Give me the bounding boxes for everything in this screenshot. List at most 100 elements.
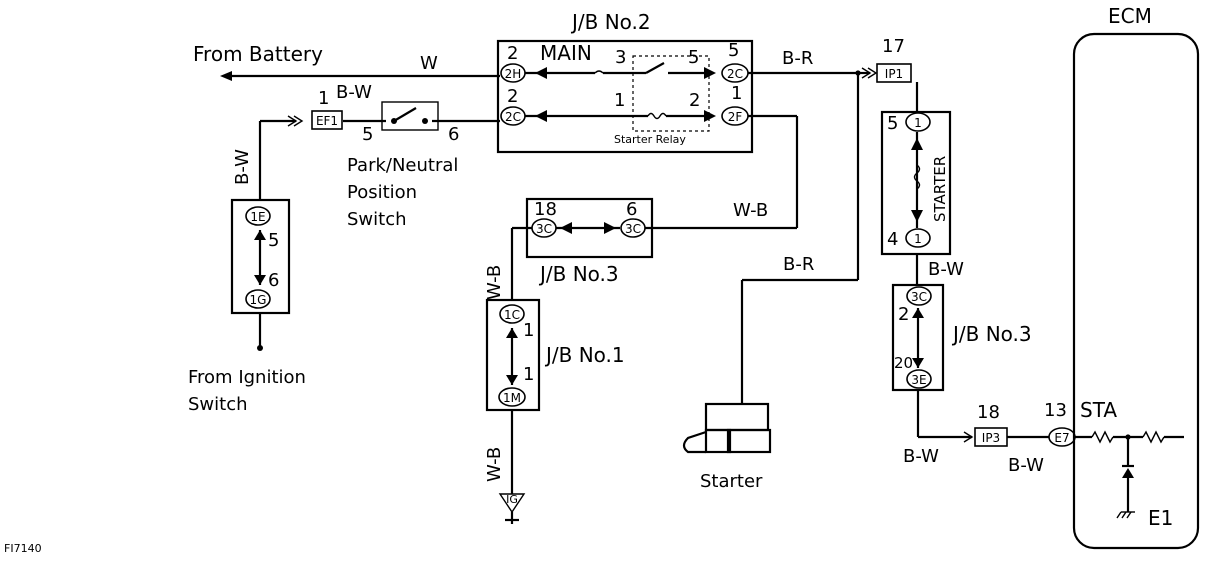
svg-text:1C: 1C — [504, 308, 520, 322]
pin-relay-5: 5 — [688, 47, 699, 68]
jb3-right-label: J/B No.3 — [951, 322, 1032, 346]
pin-relay-3: 3 — [615, 47, 626, 68]
pin-starter-4: 4 — [887, 229, 898, 250]
pn-switch-wiring — [258, 101, 500, 200]
e1-label: E1 — [1148, 506, 1173, 530]
svg-text:1G: 1G — [250, 293, 267, 307]
pn-switch-label-1: Park/Neutral — [347, 155, 458, 176]
pin-3c-6: 6 — [626, 199, 637, 220]
wire-label-br-mid: B-R — [783, 254, 814, 275]
connector-e7: E7 — [1048, 427, 1076, 447]
connector-2h: 2H — [500, 63, 526, 83]
starter-relay-label: Starter Relay — [614, 133, 686, 146]
svg-text:1M: 1M — [503, 391, 521, 405]
wire-label-w: W — [420, 53, 438, 74]
svg-text:3E: 3E — [911, 373, 926, 387]
pin-2f: 1 — [731, 83, 742, 104]
pn-switch-label-2: Position — [347, 182, 417, 203]
jb-1e-1g-box — [230, 198, 291, 351]
br-wire — [740, 67, 878, 404]
ecm-box — [1072, 32, 1200, 550]
pin-1g: 6 — [268, 270, 279, 291]
pin-relay-2: 2 — [689, 90, 700, 111]
svg-text:3C: 3C — [536, 222, 552, 236]
ground-symbol-label: IG — [506, 493, 518, 506]
wire-label-wb-bottom: W-B — [484, 447, 505, 482]
connector-3c-b: 3C — [620, 218, 646, 238]
pin-switch-5: 5 — [362, 124, 373, 145]
jb3-right-box — [891, 283, 974, 443]
connector-2f: 2F — [721, 106, 749, 126]
connector-2c-left: 2C — [500, 106, 526, 126]
svg-text:EF1: EF1 — [316, 114, 338, 128]
svg-text:IP1: IP1 — [885, 67, 903, 81]
connector-1c: 1C — [499, 304, 525, 324]
svg-text:IP3: IP3 — [982, 431, 1000, 445]
connector-1e: 1E — [245, 206, 271, 226]
svg-text:2C: 2C — [505, 110, 521, 124]
svg-text:2C: 2C — [727, 67, 743, 81]
connector-ip3: IP3 — [974, 427, 1008, 447]
pin-2h: 2 — [507, 43, 518, 64]
sta-label: STA — [1080, 398, 1117, 422]
pin-1c: 1 — [523, 320, 534, 341]
wire-label-wb-right: W-B — [733, 200, 768, 221]
jb2-inner-wiring — [524, 62, 716, 122]
from-ignition-label-1: From Ignition — [188, 367, 306, 388]
pin-1e: 5 — [268, 230, 279, 251]
wire-label-bw-bottom1: B-W — [903, 446, 939, 467]
pin-jb3r-20: 20 — [894, 354, 913, 372]
ground-wire — [498, 410, 526, 524]
pin-ip1: 17 — [882, 36, 905, 57]
wire-label-bw-left: B-W — [232, 149, 253, 185]
pin-ip3: 18 — [977, 402, 1000, 423]
wire-label-wb-left: W-B — [484, 265, 505, 300]
pin-ef1: 1 — [318, 88, 329, 109]
connector-3e-right: 3E — [906, 369, 932, 389]
connector-starter-5: 1 — [905, 112, 931, 132]
pin-2c-left: 2 — [507, 86, 518, 107]
wb-wire-left — [510, 226, 532, 300]
svg-text:2F: 2F — [728, 110, 743, 124]
svg-text:1: 1 — [914, 232, 922, 246]
battery-wire — [220, 71, 500, 81]
jb2-box — [496, 39, 754, 154]
connector-1g: 1G — [245, 289, 271, 309]
wire-label-bw-right: B-W — [928, 259, 964, 280]
connector-ip1: IP1 — [876, 63, 912, 83]
pin-starter-5: 5 — [887, 113, 898, 134]
pin-jb3r-2: 2 — [898, 304, 909, 325]
pn-switch-label-3: Switch — [347, 209, 407, 230]
jb1-label: J/B No.1 — [544, 343, 625, 367]
pin-3c-18: 18 — [534, 199, 557, 220]
main-label: MAIN — [540, 41, 592, 65]
connector-starter-4: 1 — [905, 228, 931, 248]
starter-block — [880, 82, 952, 285]
connector-3c-right: 3C — [906, 286, 932, 306]
connector-1m: 1M — [498, 387, 526, 407]
pin-e7: 13 — [1044, 400, 1067, 421]
svg-text:1E: 1E — [250, 210, 265, 224]
pin-1m: 1 — [523, 364, 534, 385]
starter-motor-icon — [682, 402, 772, 454]
ecm-label: ECM — [1108, 4, 1152, 28]
starter-label: Starter — [700, 471, 763, 492]
pin-switch-6: 6 — [448, 124, 459, 145]
pin-relay-1: 1 — [614, 90, 625, 111]
from-ignition-label-2: Switch — [188, 394, 248, 415]
starter-vertical-label: STARTER — [931, 156, 949, 222]
connector-ef1: EF1 — [311, 110, 343, 130]
svg-text:2H: 2H — [505, 67, 522, 81]
wb-wire-right — [645, 114, 799, 230]
from-battery-label: From Battery — [193, 42, 323, 66]
connector-2c-right: 2C — [721, 63, 749, 83]
pin-2c-right: 5 — [728, 40, 739, 61]
svg-text:E7: E7 — [1054, 431, 1069, 445]
svg-text:3C: 3C — [625, 222, 641, 236]
wire-label-bw-top: B-W — [336, 82, 372, 103]
wire-label-br-top: B-R — [782, 48, 813, 69]
jb2-label: J/B No.2 — [570, 10, 651, 34]
svg-text:3C: 3C — [911, 290, 927, 304]
svg-text:1: 1 — [914, 116, 922, 130]
ecm-internal-circuit — [1075, 430, 1184, 519]
